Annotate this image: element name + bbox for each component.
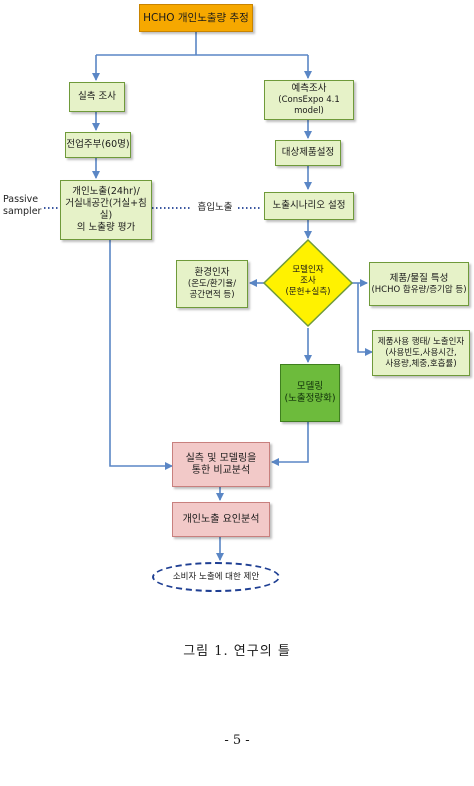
node-consumer-proposal: 소비자 노출에 대한 제안 bbox=[152, 562, 280, 592]
node-comparison-analysis: 실측 및 모델링을 통한 비교분석 bbox=[172, 442, 270, 487]
node-participants: 전업주부(60명) bbox=[65, 132, 131, 158]
node-factor-analysis: 개인노출 요인분석 bbox=[172, 502, 270, 537]
node-product-setting: 대상제품설정 bbox=[275, 140, 341, 166]
connector-lines bbox=[44, 32, 373, 561]
arrow-exposure-to-comparison bbox=[109, 240, 173, 470]
node-usage-factors: 제품사용 행태/ 노출인자 (사용빈도,사용시간, 사용량,체중,호흡률) bbox=[372, 330, 470, 376]
node-field-survey: 실측 조사 bbox=[69, 82, 125, 112]
label-inhalation: 흡입노출 bbox=[197, 202, 233, 213]
node-product-properties: 제품/물질 특성 (HCHO 함유량/증기압 등) bbox=[369, 262, 469, 306]
figure-caption: 그림 1. 연구의 틀 bbox=[183, 644, 291, 659]
top-node-hcho-estimation: HCHO 개인노출량 추정 bbox=[139, 4, 253, 32]
research-framework-diagram: HCHO 개인노출량 추정 실측 조사 예측조사 (ConsExpo 4.1 m… bbox=[3, 4, 470, 592]
diamond-label: 모델인자 조사 (문헌+실측) bbox=[285, 265, 331, 297]
node-modeling: 모델링 (노출정량화) bbox=[280, 364, 340, 422]
node-environment-factors: 환경인자 (온도/환기율/ 공간면적 등) bbox=[176, 260, 248, 308]
page-number: - 5 - bbox=[224, 733, 250, 748]
model-factor-diamond bbox=[262, 238, 354, 328]
node-model-survey: 예측조사 (ConsExpo 4.1 model) bbox=[264, 80, 354, 120]
label-passive-sampler: Passive sampler bbox=[3, 194, 42, 217]
node-exposure-scenario: 노출시나리오 설정 bbox=[264, 192, 354, 220]
node-personal-exposure: 개인노출(24hr)/ 거실내공간(거실+침실) 의 노출량 평가 bbox=[60, 180, 152, 240]
arrow-modeling-to-comparison bbox=[271, 422, 309, 466]
arrow-diamond-to-usage bbox=[357, 283, 373, 356]
